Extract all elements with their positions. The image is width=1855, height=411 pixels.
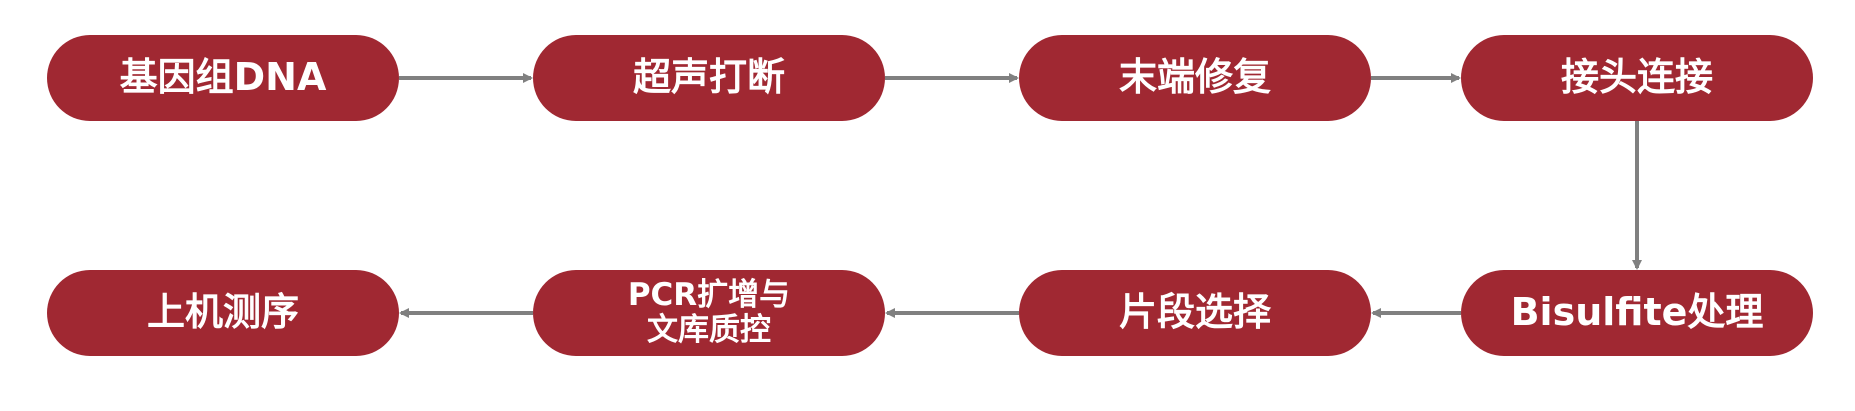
step-label: 接头连接 — [1560, 55, 1713, 100]
step-genomic-dna: 基因组DNA — [47, 35, 399, 121]
step-label: PCR扩增与 文库质控 — [628, 278, 790, 347]
step-size-selection: 片段选择 — [1019, 270, 1371, 356]
step-label: 片段选择 — [1118, 290, 1271, 335]
step-label: 超声打断 — [632, 55, 785, 100]
step-label: 上机测序 — [146, 290, 299, 335]
step-label: 末端修复 — [1118, 55, 1271, 100]
step-adapter-ligation: 接头连接 — [1461, 35, 1813, 121]
step-sequencing: 上机测序 — [47, 270, 399, 356]
step-bisulfite: Bisulfite处理 — [1461, 270, 1813, 356]
step-pcr-qc: PCR扩增与 文库质控 — [533, 270, 885, 356]
step-label-line2: 文库质控 — [647, 312, 771, 348]
step-label: 基因组DNA — [119, 55, 327, 100]
step-label-line1: PCR扩增与 — [627, 277, 791, 314]
step-end-repair: 末端修复 — [1019, 35, 1371, 121]
step-label: Bisulfite处理 — [1510, 290, 1764, 335]
step-sonication: 超声打断 — [533, 35, 885, 121]
